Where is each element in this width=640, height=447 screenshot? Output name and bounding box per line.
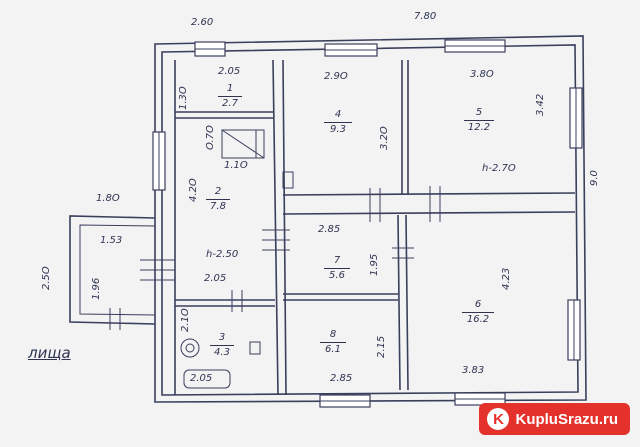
room7-width: 2.85 (318, 224, 341, 235)
room8-height: 2.15 (376, 335, 387, 358)
bathtub-label: 2.05 (190, 373, 213, 384)
window-right-room5 (569, 87, 583, 149)
door-marks (109, 186, 441, 330)
room7-label: 7 5.6 (324, 256, 350, 281)
stair-width: 1.1O (224, 160, 248, 171)
room1-number: 1 (226, 83, 234, 94)
room5-ceiling: h-2.7O (482, 163, 516, 174)
window-top-left (194, 41, 226, 57)
dim-porch-width: 1.8O (96, 193, 120, 204)
wall-room7-room6-2 (405, 214, 409, 391)
porch-width: 1.53 (100, 235, 123, 246)
room4-area: 9.3 (324, 122, 352, 135)
room6-height: 4.23 (501, 267, 512, 290)
room1-height: 1.3O (178, 86, 189, 110)
stair-height: O.7O (205, 125, 216, 150)
window-top-room5 (444, 39, 506, 53)
room6-bottom-width: 3.83 (462, 365, 485, 376)
watermark-text: KupluSrazu.ru (515, 410, 618, 428)
room4-label: 4 9.3 (324, 110, 352, 135)
room7-height: 1.95 (369, 253, 380, 276)
room1-area: 2.7 (218, 96, 242, 109)
wall-room7-room6 (397, 214, 401, 391)
room2-ceiling: h-2.50 (206, 249, 239, 260)
room2-height: 4.2O (188, 178, 199, 202)
window-right-room6 (567, 299, 581, 361)
bathtub-fixture (183, 369, 231, 389)
porch-inner (79, 224, 156, 316)
room5-number: 5 (475, 107, 483, 118)
watermark-badge[interactable]: K KupluSrazu.ru (479, 403, 630, 435)
room8-label: 8 6.1 (320, 330, 346, 355)
outer-wall (154, 35, 587, 403)
room4-number: 4 (334, 109, 342, 120)
room1-label: 1 2.7 (218, 84, 242, 109)
room7-number: 7 (333, 255, 341, 266)
room8-area: 6.1 (320, 342, 346, 355)
room5-label: 5 12.2 (464, 108, 494, 133)
signature: лища (28, 344, 71, 362)
dim-top-total: 7.80 (414, 11, 437, 22)
room5-area: 12.2 (464, 120, 494, 133)
room4-width: 2.9O (324, 71, 348, 82)
room4-height: 3.2O (379, 126, 390, 150)
porch-height: 1.96 (91, 277, 102, 300)
room3-label: 3 4.3 (210, 333, 234, 358)
room6-number: 6 (474, 299, 482, 310)
room5-width: 3.8O (470, 69, 494, 80)
window-bottom-room6 (454, 392, 506, 406)
room3-height: 2.1O (180, 308, 191, 332)
window-left-room2 (152, 131, 166, 191)
room3-area: 4.3 (210, 345, 234, 358)
porch-outline (69, 215, 156, 325)
room2-bottom-width: 2.05 (204, 273, 227, 284)
wall-kitchen-right (272, 59, 279, 396)
sink-fixture (249, 341, 261, 355)
room6-label: 6 16.2 (462, 300, 494, 325)
wall-middle-2 (282, 211, 576, 215)
outer-wall-inner-line (161, 44, 579, 396)
toilet-fixture (180, 338, 200, 358)
room6-area: 16.2 (462, 312, 494, 325)
room1-width: 2.05 (218, 66, 241, 77)
room2-number: 2 (214, 186, 222, 197)
room3-number: 3 (218, 332, 226, 343)
window-bottom-room8 (319, 394, 371, 408)
room8-number: 8 (329, 329, 337, 340)
watermark-logo-icon: K (487, 408, 510, 430)
dim-porch-height: 2.5O (41, 266, 52, 290)
dim-right-height: 9.0 (589, 170, 600, 186)
room5-height: 3.42 (535, 93, 546, 116)
wall-kitchen-right-2 (282, 59, 287, 396)
room7-area: 5.6 (324, 268, 350, 281)
room2-area: 7.8 (206, 199, 230, 212)
room2-label: 2 7.8 (206, 187, 230, 212)
staircase (221, 129, 265, 159)
wall-middle (282, 192, 576, 196)
window-top-room4 (324, 43, 378, 57)
dim-top-left: 2.60 (191, 17, 214, 28)
stove-marker (282, 171, 294, 189)
room8-bottom-width: 2.85 (330, 373, 353, 384)
